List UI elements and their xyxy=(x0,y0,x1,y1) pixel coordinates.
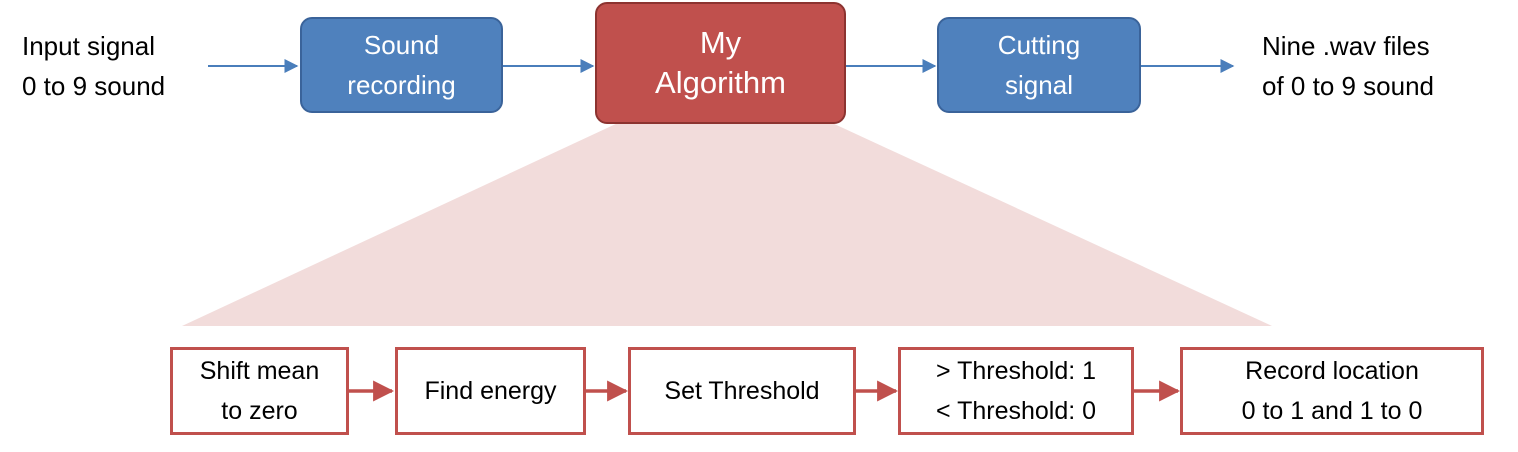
input-label-line-1: Input signal xyxy=(22,31,155,61)
shift-mean-line-2: to zero xyxy=(221,397,298,425)
sound-recording-line-2: recording xyxy=(347,70,456,100)
my-algorithm-line-1: My xyxy=(699,25,742,60)
set-threshold-line-1: Set Threshold xyxy=(664,377,820,405)
my-algorithm-line-2: Algorithm xyxy=(655,65,786,100)
threshold-compare-line-2: < Threshold: 0 xyxy=(935,397,1097,425)
threshold-compare-box: > Threshold: 1 < Threshold: 0 xyxy=(898,347,1134,435)
input-label-line-2: 0 to 9 sound xyxy=(22,71,166,101)
set-threshold-box: Set Threshold xyxy=(628,347,856,435)
record-location-line-2: 0 to 1 and 1 to 0 xyxy=(1241,397,1423,425)
output-files-label: Nine .wav files of 0 to 9 sound xyxy=(1262,26,1434,106)
cutting-signal-line-2: signal xyxy=(1005,70,1073,100)
shift-mean-line-1: Shift mean xyxy=(199,357,320,385)
record-location-line-1: Record location xyxy=(1245,357,1419,385)
input-signal-label: Input signal 0 to 9 sound xyxy=(22,26,165,106)
algorithm-expansion-shape xyxy=(182,122,1272,326)
threshold-compare-line-1: > Threshold: 1 xyxy=(935,357,1097,385)
find-energy-box: Find energy xyxy=(395,347,586,435)
cutting-signal-line-1: Cutting xyxy=(997,30,1081,60)
output-label-line-1: Nine .wav files xyxy=(1262,31,1430,61)
output-label-line-2: of 0 to 9 sound xyxy=(1262,71,1435,101)
my-algorithm-box: My Algorithm xyxy=(595,2,846,124)
find-energy-line-1: Find energy xyxy=(424,377,557,405)
sound-recording-box: Sound recording xyxy=(300,17,503,113)
record-location-box: Record location 0 to 1 and 1 to 0 xyxy=(1180,347,1484,435)
sound-recording-line-1: Sound xyxy=(363,30,440,60)
shift-mean-box: Shift mean to zero xyxy=(170,347,349,435)
cutting-signal-box: Cutting signal xyxy=(937,17,1141,113)
